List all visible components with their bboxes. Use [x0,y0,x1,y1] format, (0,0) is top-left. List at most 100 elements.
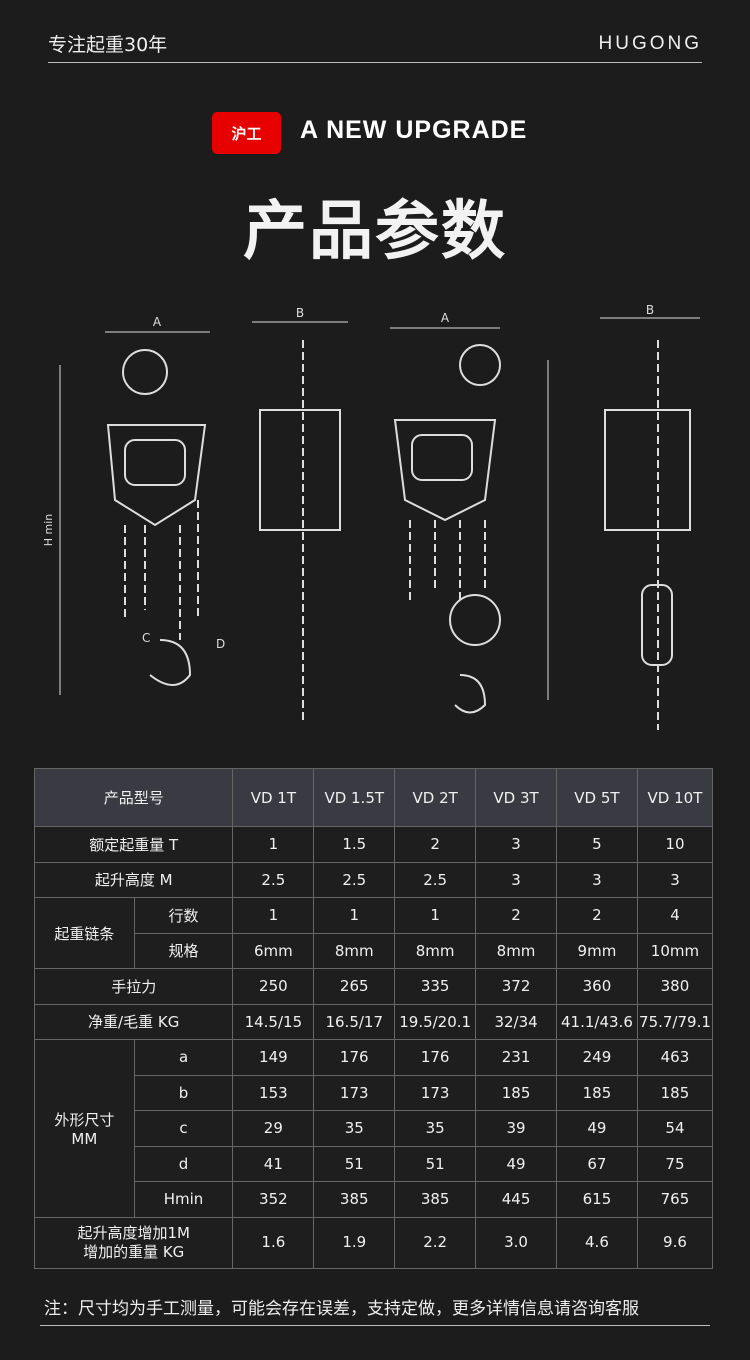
table-cell: 265 [313,968,396,1005]
table-cell: 615 [555,1181,638,1218]
row-label: 净重/毛重 KG [33,1003,234,1040]
table-cell: 173 [394,1074,477,1111]
brand-name: HUGONG [598,33,702,54]
page-title: 产品参数 [243,195,507,269]
group-label: 起重链条 [34,897,135,969]
table-cell: 1 [232,897,315,934]
table-cell: 10mm [636,932,714,969]
table-cell: 9.6 [636,1216,714,1269]
table-cell: 1 [232,826,315,863]
group-label-line: MM [71,1129,98,1148]
table-cell: 3 [636,861,714,898]
table-cell: 385 [313,1181,396,1218]
table-cell: 4.6 [555,1216,638,1269]
label-c: C [142,631,150,645]
tagline: 专注起重30年 [48,34,168,56]
hoist-drawings: A H min C D B A B [42,303,700,730]
hoist-front-1t: A H min C D [42,315,225,695]
table-cell: 32/34 [475,1003,557,1040]
table-cell: 2 [475,897,557,934]
label-h: H min [42,514,55,547]
table-cell: 51 [394,1145,477,1182]
row-label-line: 增加的重量 KG [83,1242,185,1261]
table-cell: 2.2 [394,1216,477,1269]
table-cell: 1 [394,897,477,934]
svg-text:B: B [646,303,654,317]
label-a: A [153,315,162,329]
table-header-row: 产品型号 VD 1T VD 1.5T VD 2T VD 3T VD 5T VD … [33,768,714,827]
footnote: 注：尺寸均为手工测量，可能会存在误差，支持定做，更多详情信息请咨询客服 [44,1299,639,1319]
label-b: B [296,306,304,320]
label-d: D [216,637,225,651]
table-cell: 6mm [232,932,315,969]
table-cell: 8mm [394,932,477,969]
divider [48,62,702,63]
hugong-logo: 沪工 [212,112,281,154]
table-cell: 2.5 [232,861,315,898]
table-cell: 463 [636,1039,714,1076]
table-cell: 185 [636,1074,714,1111]
table-cell: 176 [394,1039,477,1076]
row-label: 起升高度 M [33,861,234,898]
table-cell: 41 [232,1145,315,1182]
table-cell: 19.5/20.1 [394,1003,477,1040]
hoist-side-1t: B [252,306,348,720]
table-cell: 176 [313,1039,396,1076]
table-cell: 9mm [555,932,638,969]
table-cell: 75 [636,1145,714,1182]
table-cell: 5 [555,826,638,863]
row-label: Hmin [133,1181,234,1218]
header-cell: VD 1.5T [313,768,396,827]
table-cell: 385 [394,1181,477,1218]
header-cell: VD 1T [232,768,315,827]
table-cell: 51 [313,1145,396,1182]
logo-text: 沪工 [231,124,262,143]
row-label: 行数 [133,897,234,934]
header-cell: VD 3T [475,768,557,827]
table-cell: 10 [636,826,714,863]
table-cell: 4 [636,897,714,934]
table-cell: 49 [555,1110,638,1147]
hoist-front-2t: A [390,311,549,714]
group-label-line: 外形尺寸 [54,1110,115,1129]
table-cell: 185 [555,1074,638,1111]
upgrade-heading: A NEW UPGRADE [300,116,528,144]
row-label: 手拉力 [33,968,234,1005]
table-cell: 3 [555,861,638,898]
table-cell: 153 [232,1074,315,1111]
table-cell: 39 [475,1110,557,1147]
table-cell: 2.5 [313,861,396,898]
table-cell: 2.5 [394,861,477,898]
table-cell: 54 [636,1110,714,1147]
spec-table: 产品型号 VD 1T VD 1.5T VD 2T VD 3T VD 5T VD … [33,768,714,1269]
table-cell: 35 [394,1110,477,1147]
table-cell: 29 [232,1110,315,1147]
table-cell: 3.0 [475,1216,557,1269]
table-cell: 250 [232,968,315,1005]
row-label: 规格 [133,932,234,969]
table-cell: 14.5/15 [232,1003,315,1040]
row-label: d [133,1145,234,1182]
table-cell: 3 [475,861,557,898]
row-label: b [133,1074,234,1111]
table-cell: 360 [555,968,638,1005]
header-cell: VD 2T [394,768,477,827]
header-cell: 产品型号 [33,768,234,827]
svg-text:A: A [441,311,450,325]
table-cell: 249 [555,1039,638,1076]
row-label-line: 起升高度增加1M [77,1223,190,1242]
table-cell: 445 [475,1181,557,1218]
divider [40,1325,710,1326]
